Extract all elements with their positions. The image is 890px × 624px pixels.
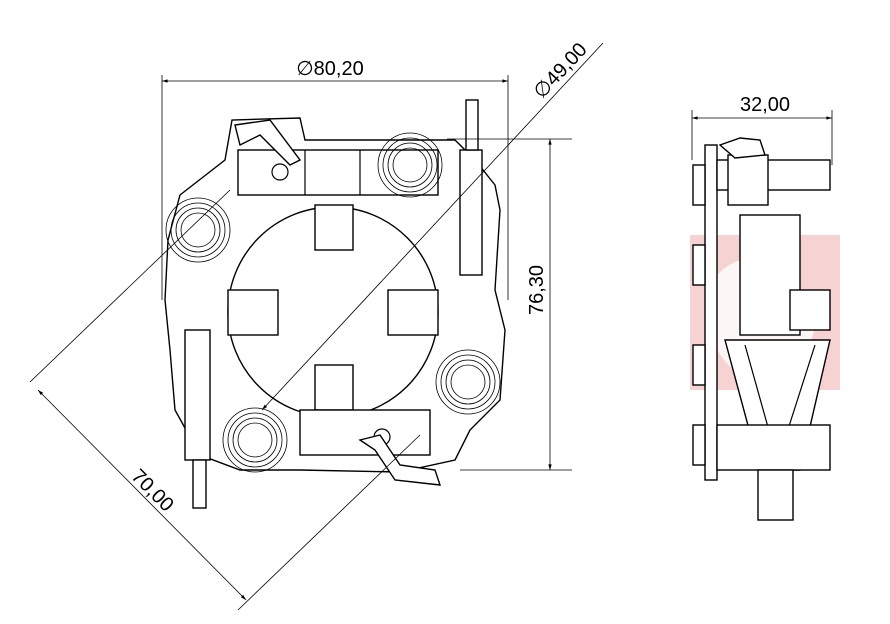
lever-bottom — [358, 434, 442, 486]
lever-top — [234, 119, 302, 166]
dimension-width: ∅80,20 — [161, 58, 509, 300]
slot-left — [227, 289, 279, 336]
terminal-right — [465, 99, 479, 151]
brush-holder-left — [184, 329, 211, 461]
dimension-label-height: 76,30 — [526, 265, 548, 315]
terminal-left — [192, 459, 207, 509]
dimension-label-diagonal: 70,00 — [127, 465, 178, 516]
slot-bottom — [314, 364, 354, 411]
dimension-label-inner-diameter: ∅49,00 — [530, 39, 592, 103]
dimension-label-side-width: 32,00 — [740, 94, 790, 116]
brush-holder-right — [459, 149, 483, 276]
side-plate — [704, 144, 718, 481]
slot-top — [314, 204, 354, 251]
brush-holder-bottom — [299, 409, 431, 456]
brush-holder-top — [237, 149, 439, 196]
dimension-label-width: ∅80,20 — [296, 58, 363, 80]
side-view — [692, 137, 831, 521]
dimension-height: 76,30 — [447, 138, 572, 471]
slot-right — [387, 289, 439, 336]
top-view — [164, 99, 506, 509]
dimension-side-width: 32,00 — [691, 94, 833, 165]
